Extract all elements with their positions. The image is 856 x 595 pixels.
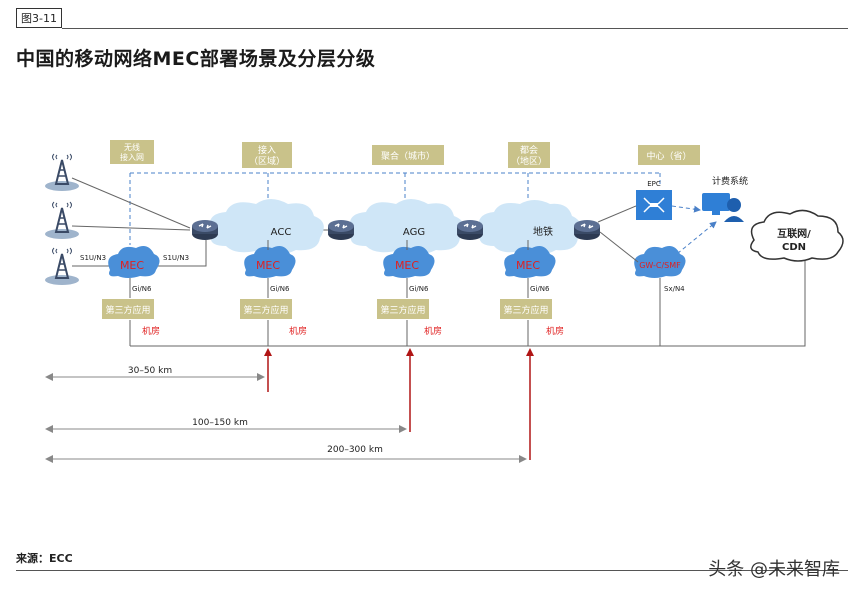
mec-node-wireless: MEC (108, 246, 160, 278)
third-party-app-box: 第三方应用 (102, 299, 154, 319)
third-party-app-box: 第三方应用 (377, 299, 429, 319)
svg-text:接入: 接入 (258, 144, 276, 156)
svg-text:CDN: CDN (782, 242, 806, 253)
level-label-wireless: 无线 接入网 (110, 140, 154, 164)
level-label-metro: 都会 （地区） (508, 142, 550, 168)
svg-text:GW-C/SMF: GW-C/SMF (639, 261, 681, 270)
third-party-app-box: 第三方应用 (500, 299, 552, 319)
router-icon (191, 219, 219, 241)
router-icon (456, 219, 484, 241)
svg-text:地铁: 地铁 (533, 225, 553, 238)
level-label-center: 中心（省） (638, 145, 700, 165)
svg-text:（区域）: （区域） (249, 155, 285, 167)
gi-label: Gi/N6 (530, 285, 550, 293)
cell-tower-icon (44, 201, 80, 240)
bottom-divider (16, 570, 848, 571)
jifang-label: 机房 (289, 325, 307, 337)
page-title: 中国的移动网络MEC部署场景及分层分级 (16, 48, 376, 70)
jifang-label: 机房 (142, 325, 160, 337)
gw-smf-node: GW-C/SMF (634, 246, 686, 278)
svg-text:中心（省）: 中心（省） (646, 150, 691, 162)
svg-text:MEC: MEC (395, 259, 419, 272)
mec-node-metro: MEC (504, 246, 556, 278)
gi-label: Gi/N6 (132, 285, 152, 293)
svg-text:第三方应用: 第三方应用 (503, 304, 548, 316)
svg-text:AGG: AGG (403, 227, 425, 238)
mec-node-aggregation: MEC (383, 246, 435, 278)
distance-lines (45, 373, 527, 463)
svg-text:无线: 无线 (124, 142, 140, 152)
top-divider (62, 28, 848, 29)
svg-text:第三方应用: 第三方应用 (243, 304, 288, 316)
jifang-label: 机房 (424, 325, 442, 337)
jifang-label: 机房 (546, 325, 564, 337)
svg-text:MEC: MEC (256, 259, 280, 272)
third-party-app-box: 第三方应用 (240, 299, 292, 319)
s1u-label-right: S1U/N3 (163, 254, 189, 262)
billing-label: 计费系统 (712, 175, 748, 187)
svg-text:（地区）: （地区） (511, 155, 547, 167)
mec-node-access: MEC (244, 246, 296, 278)
tower-links (71, 177, 207, 267)
s1u-label-left: S1U/N3 (80, 254, 106, 262)
svg-text:第三方应用: 第三方应用 (380, 304, 425, 316)
svg-text:ACC: ACC (271, 227, 292, 238)
mec-uplinks (267, 240, 529, 250)
internet-bus-line (130, 258, 806, 347)
svg-text:接入网: 接入网 (120, 152, 144, 162)
source-note: 来源：ECC (16, 552, 73, 565)
gw-link (599, 231, 639, 263)
internet-cdn-cloud: 互联网/ CDN (750, 209, 844, 262)
svg-text:聚合（城市）: 聚合（城市） (381, 150, 435, 162)
distance-label-access: 30–50 km (128, 366, 172, 376)
level-label-access: 接入 （区域） (242, 142, 292, 168)
cloud-agg: AGG (349, 199, 464, 254)
svg-text:第三方应用: 第三方应用 (105, 304, 150, 316)
svg-text:都会: 都会 (520, 144, 538, 156)
watermark: 头条 @未来智库 (708, 559, 840, 580)
router-icon (573, 219, 601, 241)
level-label-aggregation: 聚合（城市） (372, 145, 444, 165)
cloud-acc: ACC (209, 199, 324, 254)
cloud-metro: 地铁 (478, 200, 581, 254)
svg-text:MEC: MEC (516, 259, 540, 272)
red-arrowheads (264, 348, 534, 356)
figure-tag: 图3-11 (16, 8, 62, 28)
router-icon (327, 219, 355, 241)
distance-label-aggregation: 100–150 km (192, 418, 248, 428)
red-distance-arrows (267, 352, 531, 460)
epc-link (597, 205, 637, 223)
gi-label: Gi/N6 (409, 285, 429, 293)
svg-text:MEC: MEC (120, 259, 144, 272)
epc-label: EPC (647, 180, 661, 188)
sx-label: Sx/N4 (664, 285, 685, 293)
epc-icon (636, 190, 672, 220)
cell-tower-icon (44, 153, 80, 192)
gi-links (129, 278, 529, 346)
svg-text:互联网/: 互联网/ (777, 227, 811, 240)
distance-label-metro: 200–300 km (327, 445, 383, 455)
billing-system-icon (702, 193, 744, 222)
gi-label: Gi/N6 (270, 285, 290, 293)
